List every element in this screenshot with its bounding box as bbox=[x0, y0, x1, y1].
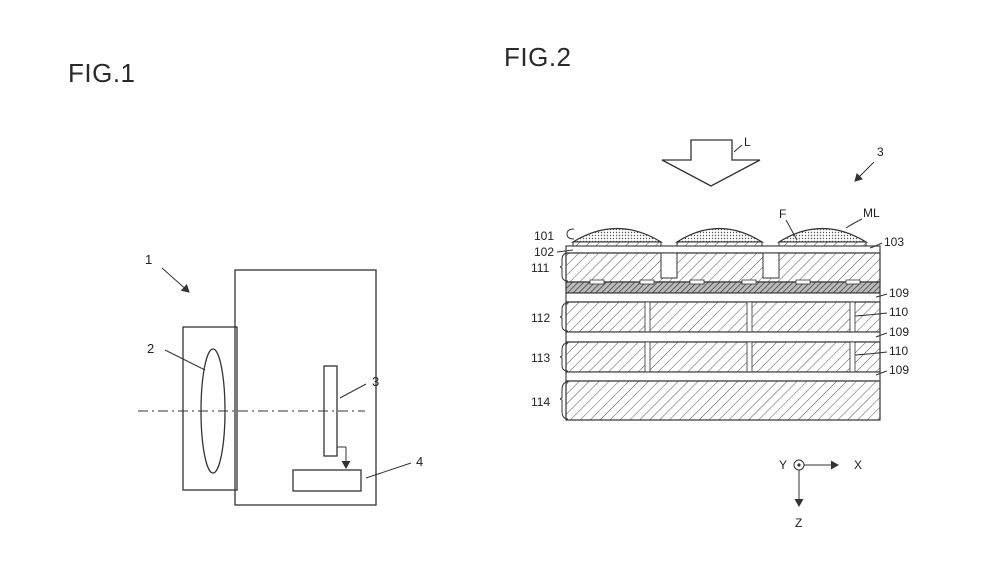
gate-2 bbox=[639, 279, 655, 285]
label-101: 101 bbox=[534, 229, 554, 243]
sensor-leader bbox=[339, 383, 367, 399]
bracket-114 bbox=[560, 381, 569, 420]
axis-origin-dot bbox=[797, 463, 801, 467]
leader-109-a bbox=[875, 293, 888, 298]
leader-109-b bbox=[875, 332, 888, 338]
label-102: 102 bbox=[534, 245, 554, 259]
label-110-b: 110 bbox=[889, 344, 908, 358]
bracket-112 bbox=[560, 302, 569, 332]
camera-leader-arrow bbox=[161, 267, 190, 293]
fig1-camera-diagram: 1 2 3 4 bbox=[138, 252, 423, 506]
bonding-layer-3 bbox=[565, 371, 881, 382]
device-leader-arrow bbox=[854, 161, 875, 182]
label-109-b: 109 bbox=[889, 325, 909, 339]
via-112-2 bbox=[746, 301, 753, 333]
label-114: 114 bbox=[531, 395, 550, 409]
leader-110-a bbox=[854, 312, 888, 317]
bonding-layer-1 bbox=[565, 292, 881, 303]
label-109-a: 109 bbox=[889, 286, 909, 300]
leader-102 bbox=[556, 249, 574, 253]
color-filter-1 bbox=[572, 241, 662, 247]
planarization-layer bbox=[565, 245, 881, 254]
camera-body bbox=[234, 269, 377, 506]
bracket-101 bbox=[566, 228, 575, 240]
gate-5 bbox=[795, 279, 811, 285]
y-axis-label: Y bbox=[779, 458, 787, 472]
isolation-2 bbox=[762, 252, 780, 279]
signal-processor bbox=[292, 469, 362, 492]
incident-light-arrow bbox=[661, 139, 761, 187]
substrate-112 bbox=[565, 301, 881, 333]
label-112: 112 bbox=[531, 311, 550, 325]
microlens-2 bbox=[674, 227, 765, 243]
lens-leader bbox=[164, 349, 206, 371]
z-axis-label: Z bbox=[795, 516, 802, 530]
isolation-1 bbox=[660, 252, 678, 279]
label-113: 113 bbox=[531, 351, 550, 365]
microlens-3 bbox=[776, 227, 869, 243]
via-113-2 bbox=[746, 341, 753, 373]
filter-leader bbox=[785, 219, 798, 241]
label-110-a: 110 bbox=[889, 305, 908, 319]
gate-6 bbox=[845, 279, 861, 285]
gate-1 bbox=[589, 279, 605, 285]
microlens-leader bbox=[845, 218, 863, 229]
substrate-113 bbox=[565, 341, 881, 373]
label-103: 103 bbox=[884, 235, 904, 249]
light-label: L bbox=[744, 135, 751, 149]
substrate-111 bbox=[565, 252, 881, 283]
via-113-1 bbox=[644, 341, 651, 373]
bracket-111 bbox=[560, 252, 569, 282]
color-filter-3 bbox=[778, 241, 867, 247]
via-113-3 bbox=[849, 341, 856, 373]
via-112-1 bbox=[644, 301, 651, 333]
leader-109-c bbox=[875, 370, 888, 376]
gate-4 bbox=[741, 279, 757, 285]
microlens-1 bbox=[570, 227, 664, 243]
processor-label: 4 bbox=[416, 454, 423, 469]
microlens-label: ML bbox=[863, 206, 880, 220]
light-leader bbox=[733, 144, 743, 153]
fig1-title: FIG.1 bbox=[68, 58, 136, 88]
image-sensor bbox=[323, 365, 338, 457]
label-109-c: 109 bbox=[889, 363, 909, 377]
gate-3 bbox=[689, 279, 705, 285]
lens-label: 2 bbox=[147, 341, 154, 356]
via-112-3 bbox=[849, 301, 856, 333]
x-axis-label: X bbox=[854, 458, 862, 472]
leader-110-b bbox=[854, 351, 888, 356]
fig2-sensor-cross-section: L 3 bbox=[531, 135, 909, 530]
fig2-title: FIG.2 bbox=[504, 42, 572, 72]
bonding-layer-2 bbox=[565, 331, 881, 343]
substrate-114 bbox=[565, 380, 881, 421]
wiring-layer bbox=[565, 281, 881, 294]
bracket-113 bbox=[560, 342, 569, 372]
filter-label: F bbox=[779, 207, 786, 221]
leader-103 bbox=[869, 242, 883, 249]
lens-barrel bbox=[182, 326, 238, 491]
sensor-label: 3 bbox=[372, 374, 379, 389]
camera-label: 1 bbox=[145, 252, 152, 267]
label-111: 111 bbox=[531, 261, 550, 275]
processor-leader bbox=[365, 462, 412, 479]
device-label: 3 bbox=[877, 145, 884, 159]
color-filter-2 bbox=[676, 241, 763, 247]
